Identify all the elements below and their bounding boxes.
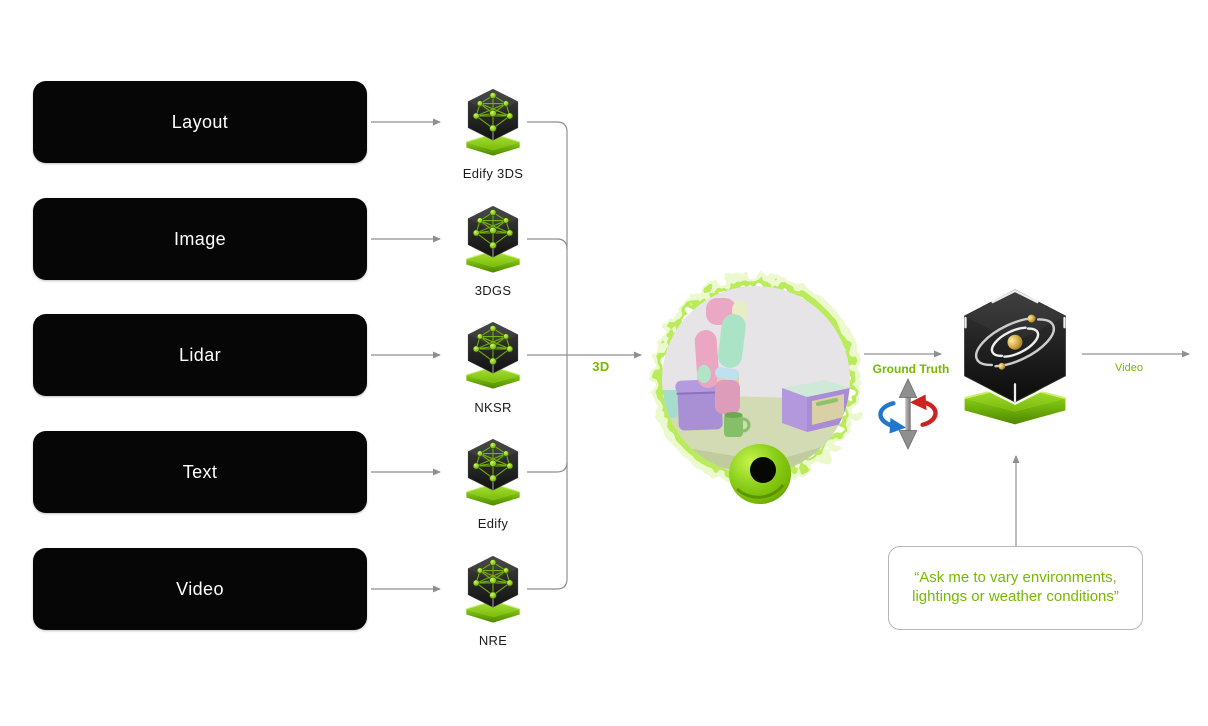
3dgs-model-icon bbox=[465, 205, 521, 274]
input-label: Lidar bbox=[178, 344, 222, 365]
model-label-nre: NRE bbox=[478, 633, 508, 648]
galaxy-cube-icon bbox=[963, 288, 1067, 426]
model-label-3dgs: 3DGS bbox=[474, 283, 512, 298]
stage-label-ground-truth: Ground Truth bbox=[872, 362, 950, 376]
callout-box: “Ask me to vary environments, lightings … bbox=[888, 546, 1143, 630]
nre-model-icon bbox=[465, 555, 521, 624]
input-box-image: Image bbox=[33, 198, 367, 280]
rotation-axis-icon bbox=[880, 379, 935, 449]
callout-text: “Ask me to vary environments, lightings … bbox=[912, 569, 1119, 605]
input-label: Layout bbox=[171, 111, 229, 132]
green-torus-icon bbox=[729, 444, 791, 504]
nksr-model-icon bbox=[465, 321, 521, 390]
input-label: Text bbox=[182, 461, 218, 482]
scene-image bbox=[650, 274, 862, 504]
input-box-video: Video bbox=[33, 548, 367, 630]
input-label: Image bbox=[173, 228, 227, 249]
connector-lines bbox=[371, 118, 1190, 593]
input-box-layout: Layout bbox=[33, 81, 367, 163]
input-label: Video bbox=[176, 578, 224, 599]
edify-3ds-model-icon bbox=[465, 88, 521, 157]
input-box-lidar: Lidar bbox=[33, 314, 367, 396]
stage-label-3d: 3D bbox=[592, 359, 610, 374]
model-label-edify-3ds: Edify 3DS bbox=[462, 166, 524, 181]
input-box-text: Text bbox=[33, 431, 367, 513]
edify-model-icon bbox=[465, 438, 521, 507]
model-label-edify: Edify bbox=[477, 516, 509, 531]
stage-label-video: Video bbox=[1115, 362, 1143, 374]
model-label-nksr: NKSR bbox=[474, 400, 512, 415]
